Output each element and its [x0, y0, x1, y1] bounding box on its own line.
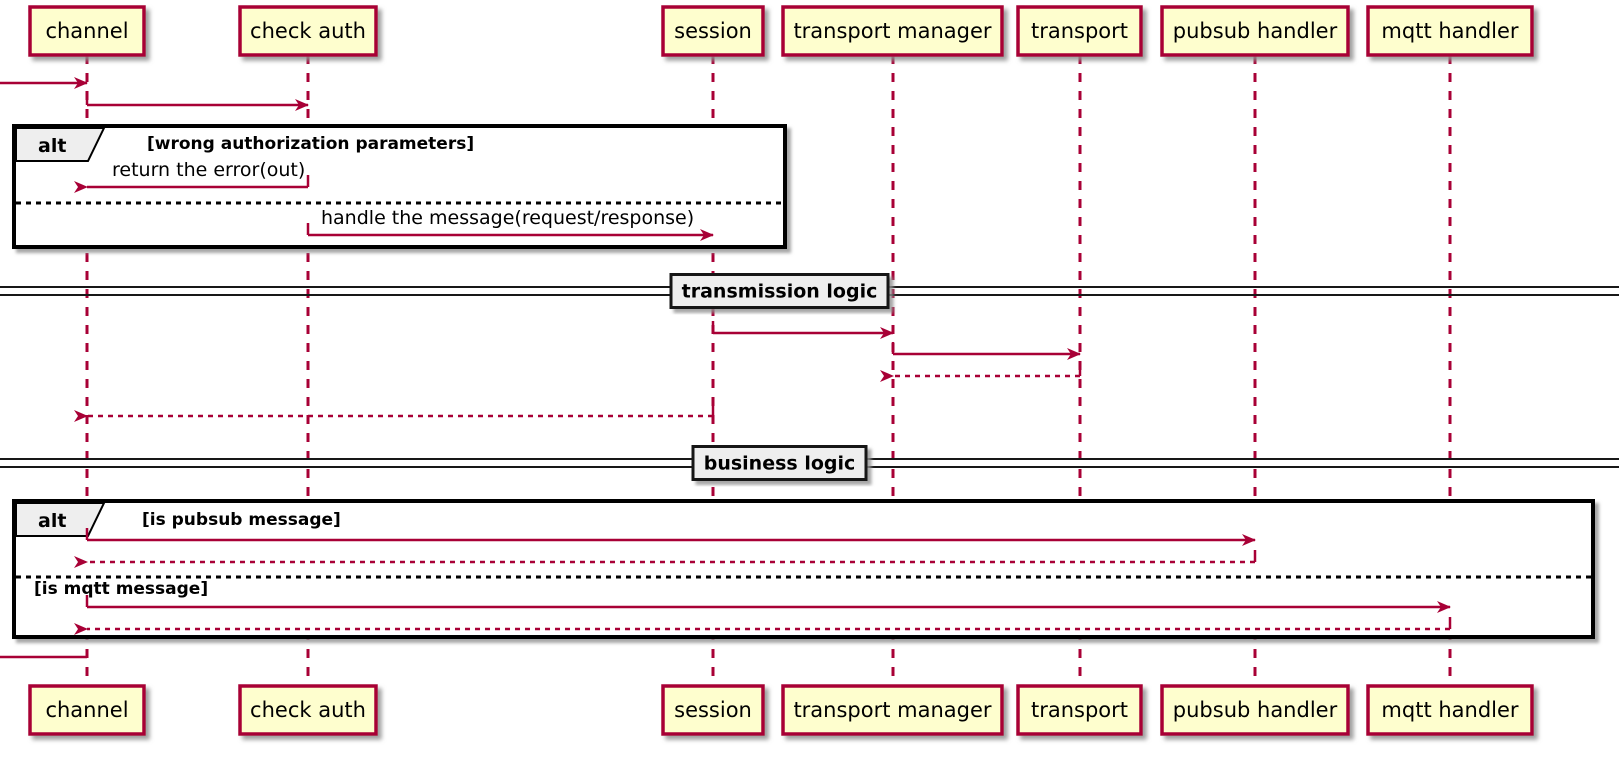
- message-msg-session-to-transport-manager: [711, 321, 894, 339]
- divider-label-box: [669, 273, 890, 309]
- divider-label: business logic: [704, 453, 856, 475]
- participant-label: pubsub handler: [1173, 698, 1338, 722]
- fragment-guard-1: [is mqtt message]: [34, 579, 208, 599]
- message-msg-return-the-error: return the error(out): [74, 159, 310, 193]
- participant-transport-manager-bottom[interactable]: transport manager: [781, 684, 1004, 736]
- participant-session-bottom[interactable]: session: [661, 684, 765, 736]
- participant-box[interactable]: [238, 5, 378, 57]
- participant-transport-top[interactable]: transport: [1016, 5, 1143, 57]
- participant-label: mqtt handler: [1381, 19, 1519, 43]
- fragment-operator-tab: [15, 127, 106, 162]
- participant-box[interactable]: [781, 684, 1004, 736]
- participant-label: check auth: [250, 19, 366, 43]
- participant-mqtt-handler-bottom[interactable]: mqtt handler: [1366, 684, 1534, 736]
- participant-transport-manager-top[interactable]: transport manager: [781, 5, 1004, 57]
- participant-label: mqtt handler: [1381, 698, 1519, 722]
- participant-label: session: [674, 698, 752, 722]
- participant-box[interactable]: [238, 684, 378, 736]
- participant-label: session: [674, 19, 752, 43]
- participant-label: pubsub handler: [1173, 19, 1338, 43]
- message-msg-mqtt-handler-to-channel: [74, 617, 1452, 635]
- participant-box[interactable]: [781, 5, 1004, 57]
- participant-box[interactable]: [1016, 684, 1143, 736]
- participant-label: check auth: [250, 698, 366, 722]
- participant-label: transport: [1031, 698, 1128, 722]
- fragment-body: [12, 499, 1595, 639]
- message-msg-pubsub-handler-to-channel: [74, 550, 1257, 568]
- divider-label: transmission logic: [682, 281, 878, 303]
- participant-pubsub-handler-bottom[interactable]: pubsub handler: [1160, 684, 1350, 736]
- message-msg-transport-to-transport-manager: [880, 364, 1082, 382]
- participant-check-auth-bottom[interactable]: check auth: [238, 684, 378, 736]
- divider-divider-transmission-logic: transmission logic: [0, 273, 1619, 309]
- participant-box[interactable]: [661, 5, 765, 57]
- message-label: return the error(out): [112, 159, 305, 181]
- participant-pubsub-handler-top[interactable]: pubsub handler: [1160, 5, 1350, 57]
- participant-label: channel: [45, 19, 128, 43]
- participant-box[interactable]: [1366, 684, 1534, 736]
- participant-channel-bottom[interactable]: channel: [28, 684, 146, 736]
- dividers-layer: transmission logic business logic: [0, 273, 1619, 481]
- participant-check-auth-top[interactable]: check auth: [238, 5, 378, 57]
- participant-session-top[interactable]: session: [661, 5, 765, 57]
- participant-box[interactable]: [28, 684, 146, 736]
- participant-box[interactable]: [1160, 684, 1350, 736]
- participant-label: transport manager: [793, 698, 991, 722]
- participant-box[interactable]: [1016, 5, 1143, 57]
- message-msg-session-to-channel: [74, 404, 715, 422]
- message-msg-channel-to-mqtt-handler: [85, 595, 1451, 613]
- message-msg-channel-to-check-auth: [85, 93, 309, 111]
- fragment-guard-0: [wrong authorization parameters]: [147, 134, 474, 154]
- fragments-layer: alt [wrong authorization parameters] alt [i…: [12, 124, 1595, 639]
- fragment-guard-0: [is pubsub message]: [142, 510, 341, 530]
- participant-mqtt-handler-top[interactable]: mqtt handler: [1366, 5, 1534, 57]
- messages-layer: return the error(out) handle the message(…: [0, 77, 1452, 663]
- divider-label-box: [691, 445, 868, 481]
- participant-transport-bottom[interactable]: transport: [1016, 684, 1143, 736]
- fragment-alt-message-type: alt [is pubsub message] [is mqtt message]: [12, 499, 1595, 639]
- fragment-operator-label: alt: [38, 510, 66, 532]
- participant-box[interactable]: [1160, 5, 1350, 57]
- participant-label: transport manager: [793, 19, 991, 43]
- message-msg-channel-to-pubsub-handler: [85, 528, 1256, 546]
- divider-divider-business-logic: business logic: [0, 445, 1619, 481]
- participant-channel-top[interactable]: channel: [28, 5, 146, 57]
- fragment-body: [12, 124, 787, 249]
- participant-box[interactable]: [28, 5, 146, 57]
- participants-layer: channel channel check auth check auth sessio…: [28, 5, 1534, 736]
- message-label: handle the message(request/response): [321, 207, 694, 229]
- message-msg-transport-manager-to-transport: [891, 342, 1081, 360]
- participant-label: transport: [1031, 19, 1128, 43]
- participant-box[interactable]: [1366, 5, 1534, 57]
- fragment-operator-label: alt: [38, 135, 66, 157]
- participant-box[interactable]: [661, 684, 765, 736]
- fragment-alt-authorization: alt [wrong authorization parameters]: [12, 124, 787, 249]
- participant-label: channel: [45, 698, 128, 722]
- message-msg-handle-the-message: handle the message(request/response): [306, 207, 714, 241]
